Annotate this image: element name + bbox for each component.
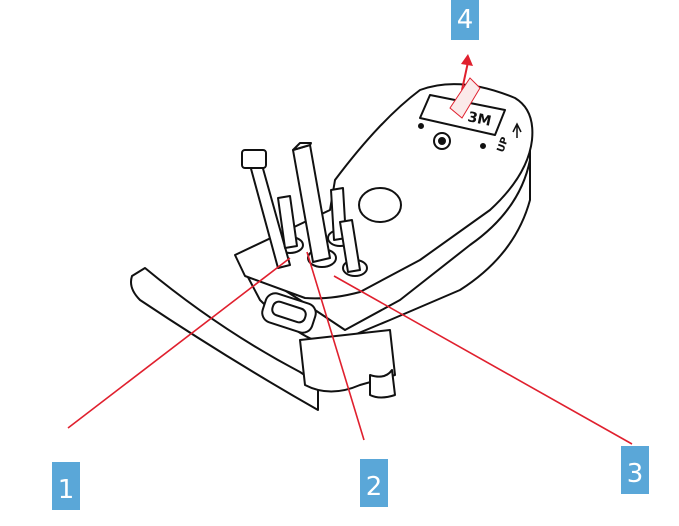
- callout-4-number: 4: [457, 0, 474, 40]
- callout-3-number: 3: [627, 446, 644, 502]
- callout-2-number: 2: [366, 459, 383, 515]
- callout-1: 1: [52, 462, 80, 510]
- cable-connector: [242, 150, 266, 168]
- callout-3: 3: [621, 446, 649, 494]
- callout-2: 2: [360, 459, 388, 507]
- callout-1-number: 1: [58, 462, 75, 518]
- dot-left: [419, 124, 423, 128]
- screw-hole-inner: [439, 138, 445, 144]
- callout-4: 4: [451, 0, 479, 40]
- dot-right: [481, 144, 485, 148]
- center-hole: [359, 188, 401, 222]
- leader-line-1: [68, 258, 290, 428]
- leader-arrowhead-4: [461, 54, 473, 66]
